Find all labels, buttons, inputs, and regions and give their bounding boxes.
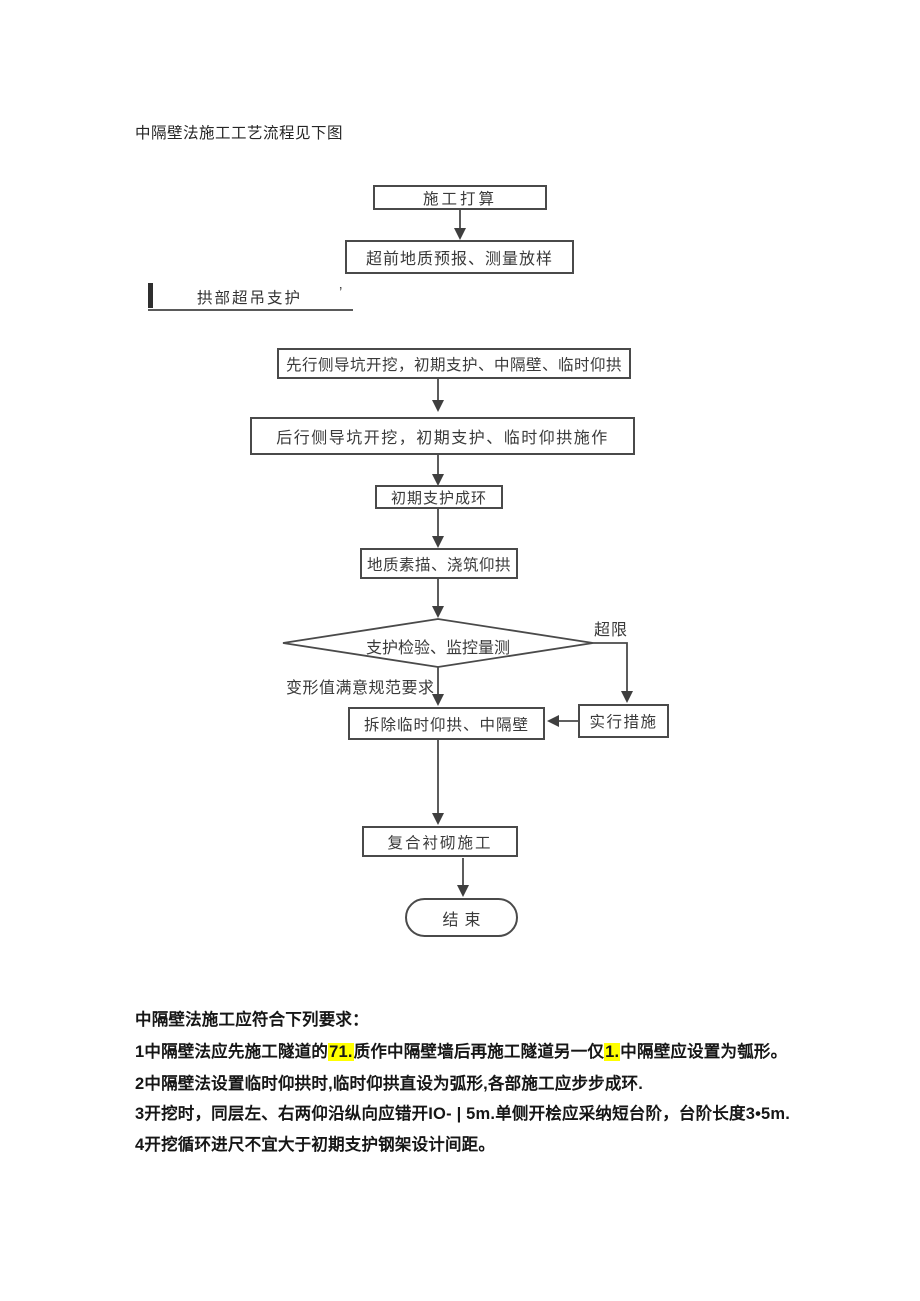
flow-node-end: 结束 bbox=[405, 898, 518, 937]
flow-node-lining: 复合衬砌施工 bbox=[362, 826, 518, 857]
arch-support-label: 拱部超吊支护 bbox=[197, 290, 303, 307]
flow-node-second-drift: 后行侧导坑开挖，初期支护、临时仰拱施作 bbox=[250, 417, 635, 455]
req1-mid: 质作中隔壁墙后再施工隧道另一仅 bbox=[353, 1043, 605, 1061]
req1-post: 中隔壁应设置为瓠形。 bbox=[620, 1043, 788, 1061]
requirements-heading: 中隔壁法施工应符合下列要求： bbox=[135, 1011, 369, 1029]
arch-support-bar bbox=[148, 283, 153, 308]
req1-highlight-2: 1. bbox=[604, 1043, 621, 1061]
req1-pre: 1中隔壁法应先施工隧道的 bbox=[135, 1043, 329, 1061]
flow-node-remove-wall: 拆除临时仰拱、中隔壁 bbox=[348, 707, 545, 740]
requirement-item-1: 1中隔壁法应先施工隧道的71.质作中隔壁墙后再施工隧道另一仅1.中隔壁应设置为瓠… bbox=[135, 1038, 787, 1062]
requirement-item-4: 4开挖循环进尺不宜大于初期支护钢架设计间距。 bbox=[135, 1136, 496, 1154]
branch-label-deformation-ok: 变形值满意规范要求 bbox=[286, 678, 435, 697]
arch-support-underline bbox=[148, 309, 353, 311]
arch-support-tick-mark: ’ bbox=[339, 284, 343, 301]
flow-node-geo-sketch: 地质素描、浇筑仰拱 bbox=[360, 548, 518, 579]
flow-node-start: 施工打算 bbox=[373, 185, 547, 210]
req1-highlight-1: 71. bbox=[328, 1043, 354, 1061]
requirement-item-2: 2中隔壁法设置临时仰拱时,临时仰拱直设为弧形,各部施工应步步成环. bbox=[135, 1075, 644, 1093]
flow-node-measures: 实行措施 bbox=[578, 704, 669, 738]
flow-node-support-ring: 初期支护成环 bbox=[375, 485, 503, 509]
flow-node-inspection-decision: 支护检验、监控量测 bbox=[365, 638, 510, 657]
intro-text: 中隔壁法施工工艺流程见下图 bbox=[135, 125, 344, 142]
branch-label-over-limit: 超限 bbox=[594, 620, 629, 639]
flow-node-geology-forecast: 超前地质预报、测量放样 bbox=[345, 240, 574, 274]
requirement-item-3: 3开挖时，同层左、右两仰沿纵向应错开IO- | 5m.单侧开桧应采纳短台阶，台阶… bbox=[135, 1105, 791, 1123]
flow-node-first-drift: 先行侧导坑开挖，初期支护、中隔壁、临时仰拱 bbox=[277, 348, 631, 379]
